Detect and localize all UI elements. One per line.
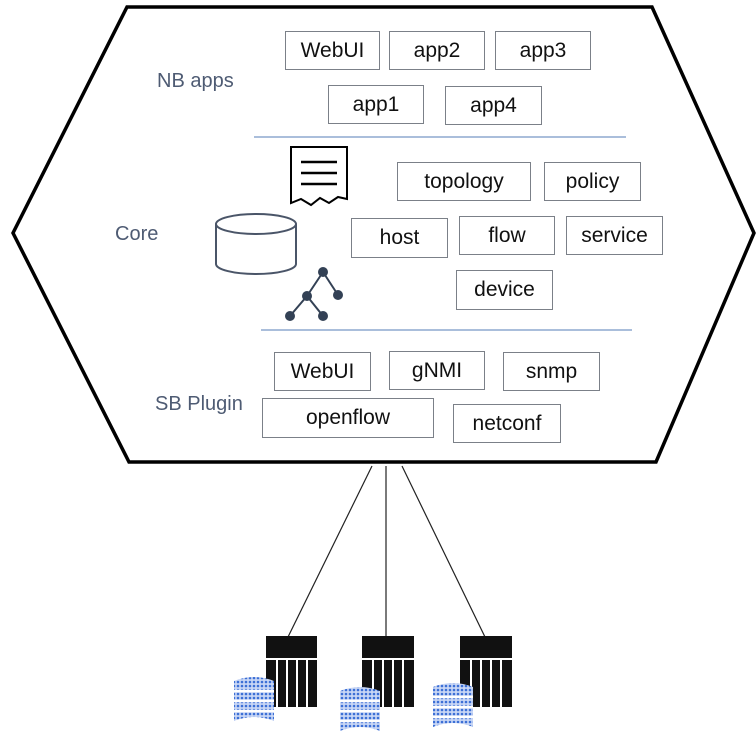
sb-plugin-box: netconf	[453, 404, 561, 443]
core-label: Core	[115, 223, 159, 245]
nb-app-box: app4	[445, 86, 542, 125]
nb-app-box: app2	[389, 31, 485, 70]
link-line	[401, 465, 486, 638]
switch-icon	[460, 636, 512, 707]
flow-table-icon	[340, 687, 380, 731]
nb-app-box: WebUI	[285, 31, 380, 70]
core-service-box: policy	[544, 162, 641, 201]
sb-plugin-label: SB Plugin	[155, 393, 243, 415]
link-line	[287, 465, 373, 638]
core-service-box: flow	[459, 216, 555, 255]
database-icon	[215, 213, 297, 275]
nb-app-box: app1	[328, 85, 424, 124]
tree-icon	[285, 267, 343, 321]
flow-table-icon	[433, 683, 473, 727]
core-service-box: device	[456, 270, 553, 310]
sb-plugin-box: WebUI	[274, 352, 371, 391]
core-service-box: host	[351, 218, 448, 258]
core-service-box: topology	[397, 162, 531, 201]
document-icon	[290, 146, 348, 207]
switch-icon	[266, 636, 317, 707]
nb-app-box: app3	[495, 31, 591, 70]
sb-plugin-box: openflow	[262, 398, 434, 438]
sb-plugin-box: snmp	[503, 352, 600, 391]
sb-plugin-box: gNMI	[389, 351, 485, 390]
core-service-box: service	[566, 216, 663, 255]
flow-table-icon	[234, 677, 274, 721]
nb-apps-label: NB apps	[157, 70, 234, 92]
